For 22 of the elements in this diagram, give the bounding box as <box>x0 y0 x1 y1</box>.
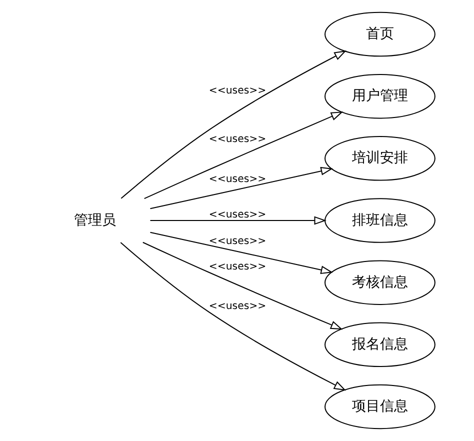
arrow <box>142 242 342 330</box>
edge-label: <<uses>> <box>208 301 266 312</box>
arrow <box>150 232 333 274</box>
arrow <box>150 166 333 210</box>
arrow <box>120 50 346 199</box>
node-ellipse: 培训安排 <box>324 136 435 181</box>
node-ellipse: 报名信息 <box>324 322 435 368</box>
node-ellipse: 首页 <box>324 12 435 57</box>
node-ellipse: 项目信息 <box>324 384 435 430</box>
node-text: 管理员 <box>74 212 116 228</box>
edge-label: <<uses>> <box>208 261 266 272</box>
edge-label: <<uses>> <box>208 174 266 185</box>
edge-label: <<uses>> <box>208 85 266 96</box>
node-ellipse: 用户管理 <box>324 74 435 119</box>
node-ellipse: 考核信息 <box>324 260 435 305</box>
arrow <box>120 242 346 391</box>
edge-label: <<uses>> <box>208 209 266 220</box>
arrow <box>150 216 326 225</box>
edge-label: <<uses>> <box>208 236 266 247</box>
node-ellipse: 排班信息 <box>324 198 435 243</box>
arrow <box>144 112 343 199</box>
edge-label: <<uses>> <box>208 134 266 146</box>
